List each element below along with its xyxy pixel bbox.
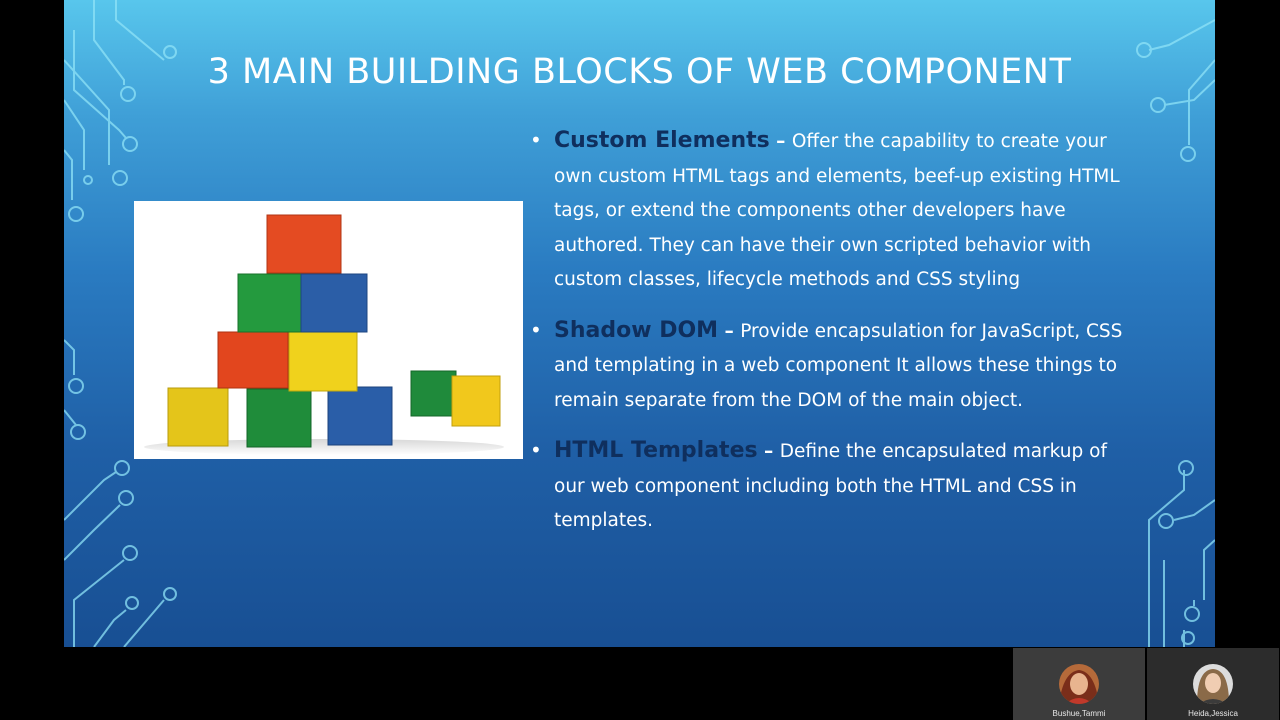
bullet-text: Define the encapsulated markup of our we…	[554, 441, 1107, 531]
presentation-slide: 3 MAIN BUILDING BLOCKS OF WEB COMPONENT	[64, 0, 1215, 647]
avatar	[1193, 664, 1233, 704]
bullet-icon: •	[530, 317, 542, 342]
bullet-term: HTML Templates	[554, 438, 758, 463]
bullet-item-shadow-dom: • Shadow DOM – Provide encapsulation for…	[530, 314, 1130, 419]
bullet-paragraph: Shadow DOM – Provide encapsulation for J…	[554, 314, 1130, 419]
participant-name: Bushue,Tammi	[1052, 709, 1106, 718]
bullet-text: Offer the capability to create your own …	[554, 131, 1120, 290]
bullet-text: Provide encapsulation for JavaScript, CS…	[554, 320, 1123, 411]
participant-name: Heida,Jessica	[1188, 709, 1238, 718]
blocks-icon	[144, 214, 504, 455]
participant-tile[interactable]: Bushue,Tammi	[1013, 648, 1145, 720]
bullet-term: Custom Elements	[554, 128, 770, 153]
bullet-list: • Custom Elements – Offer the capability…	[530, 124, 1130, 555]
colored-blocks-image	[134, 201, 523, 459]
bullet-item-html-templates: • HTML Templates – Define the encapsulat…	[530, 434, 1130, 539]
bullet-dash: –	[718, 320, 741, 342]
bullet-paragraph: HTML Templates – Define the encapsulated…	[554, 434, 1130, 539]
bullet-icon: •	[530, 128, 542, 152]
bullet-dash: –	[769, 131, 792, 152]
bullet-paragraph: Custom Elements – Offer the capability t…	[554, 124, 1130, 298]
bullet-icon: •	[530, 438, 542, 462]
bullet-term: Shadow DOM	[554, 317, 719, 343]
avatar	[1059, 664, 1099, 704]
slide-title: 3 MAIN BUILDING BLOCKS OF WEB COMPONENT	[207, 52, 1072, 92]
circuit-decoration	[64, 0, 1215, 647]
participant-tile[interactable]: Heida,Jessica	[1147, 648, 1279, 720]
bullet-dash: –	[757, 441, 780, 462]
bullet-item-custom-elements: • Custom Elements – Offer the capability…	[530, 124, 1130, 298]
